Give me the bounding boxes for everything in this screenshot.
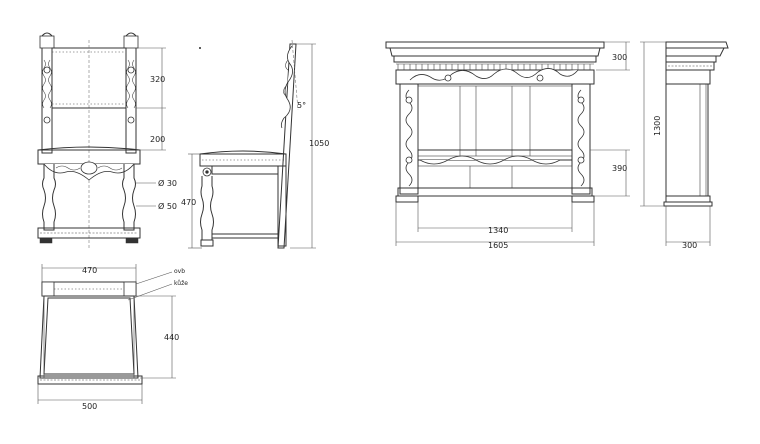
cabinet-cornice-height-dimension: 300 xyxy=(612,53,627,62)
cabinet-total-height-dimension: 1300 xyxy=(653,116,662,136)
chair-seat-height-dimension: 470 xyxy=(181,198,196,207)
chair-top-view: 470 ovb kůže 440 500 xyxy=(37,264,188,411)
chair-total-height-dimension: 1050 xyxy=(309,139,329,148)
chair-depth-dimension: 440 xyxy=(164,333,179,342)
cabinet-side-depth-dimension: 300 xyxy=(682,241,697,250)
chair-leg-diameter-dimension: Ø 30 xyxy=(158,178,177,188)
cabinet-inner-width-dimension: 1340 xyxy=(488,226,508,235)
cabinet-front-view: 300 390 1340 1605 xyxy=(385,41,630,250)
chair-back-angle-dimension: 5° xyxy=(297,101,306,110)
chair-bottom-width-dimension: 500 xyxy=(82,402,97,411)
upholstery-label: ovb xyxy=(174,268,185,275)
cabinet-lower-opening-dimension: 390 xyxy=(612,164,627,173)
chair-front-view: 320 200 Ø 30 Ø 50 xyxy=(37,32,177,250)
chair-back-upper-dimension: 320 xyxy=(150,75,165,84)
leather-label: kůže xyxy=(174,280,188,287)
chair-stretcher-diameter-dimension: Ø 50 xyxy=(158,201,177,211)
cabinet-total-width-dimension: 1605 xyxy=(488,241,508,250)
cabinet-side-view: 1300 300 xyxy=(640,41,729,250)
chair-back-lower-dimension: 200 xyxy=(150,135,165,144)
chair-top-width-dimension: 470 xyxy=(82,266,97,275)
chair-side-view: 5° 1050 470 xyxy=(181,39,329,249)
